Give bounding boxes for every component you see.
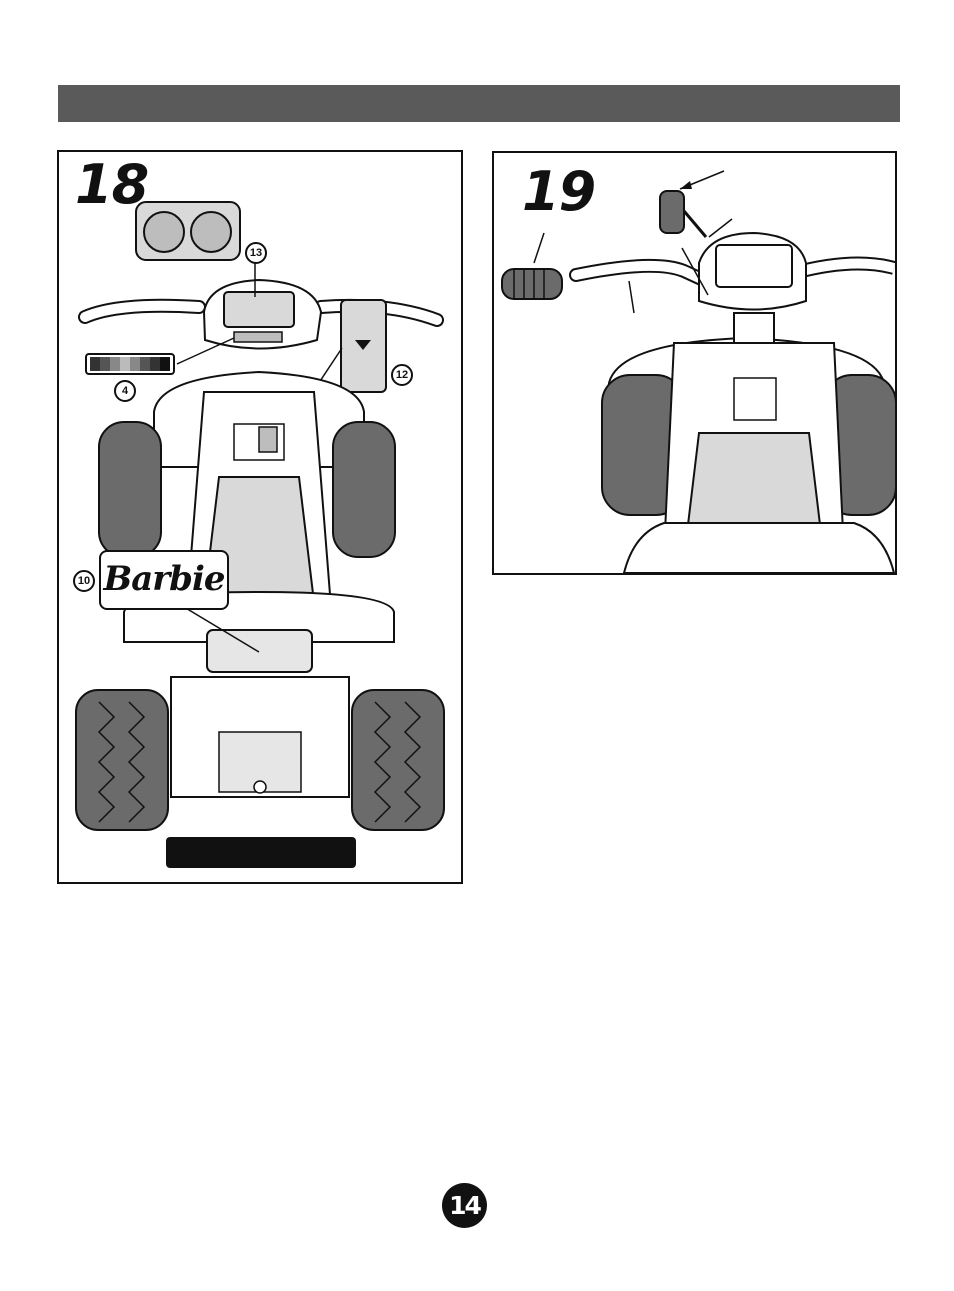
callout-12: 12 bbox=[391, 364, 413, 386]
callout-4: 4 bbox=[114, 380, 136, 402]
handlebar-assembly-illustration bbox=[494, 153, 895, 573]
page-number: 14 bbox=[442, 1183, 487, 1228]
callout-10: 10 bbox=[73, 570, 95, 592]
barbie-logo-decal: Barbie bbox=[99, 550, 229, 610]
blank-label-box bbox=[166, 837, 356, 868]
figure-19-panel: 19 bbox=[492, 151, 897, 575]
figure-18-panel: 18 bbox=[57, 150, 463, 884]
section-header-bar bbox=[58, 85, 900, 122]
callout-13: 13 bbox=[245, 242, 267, 264]
